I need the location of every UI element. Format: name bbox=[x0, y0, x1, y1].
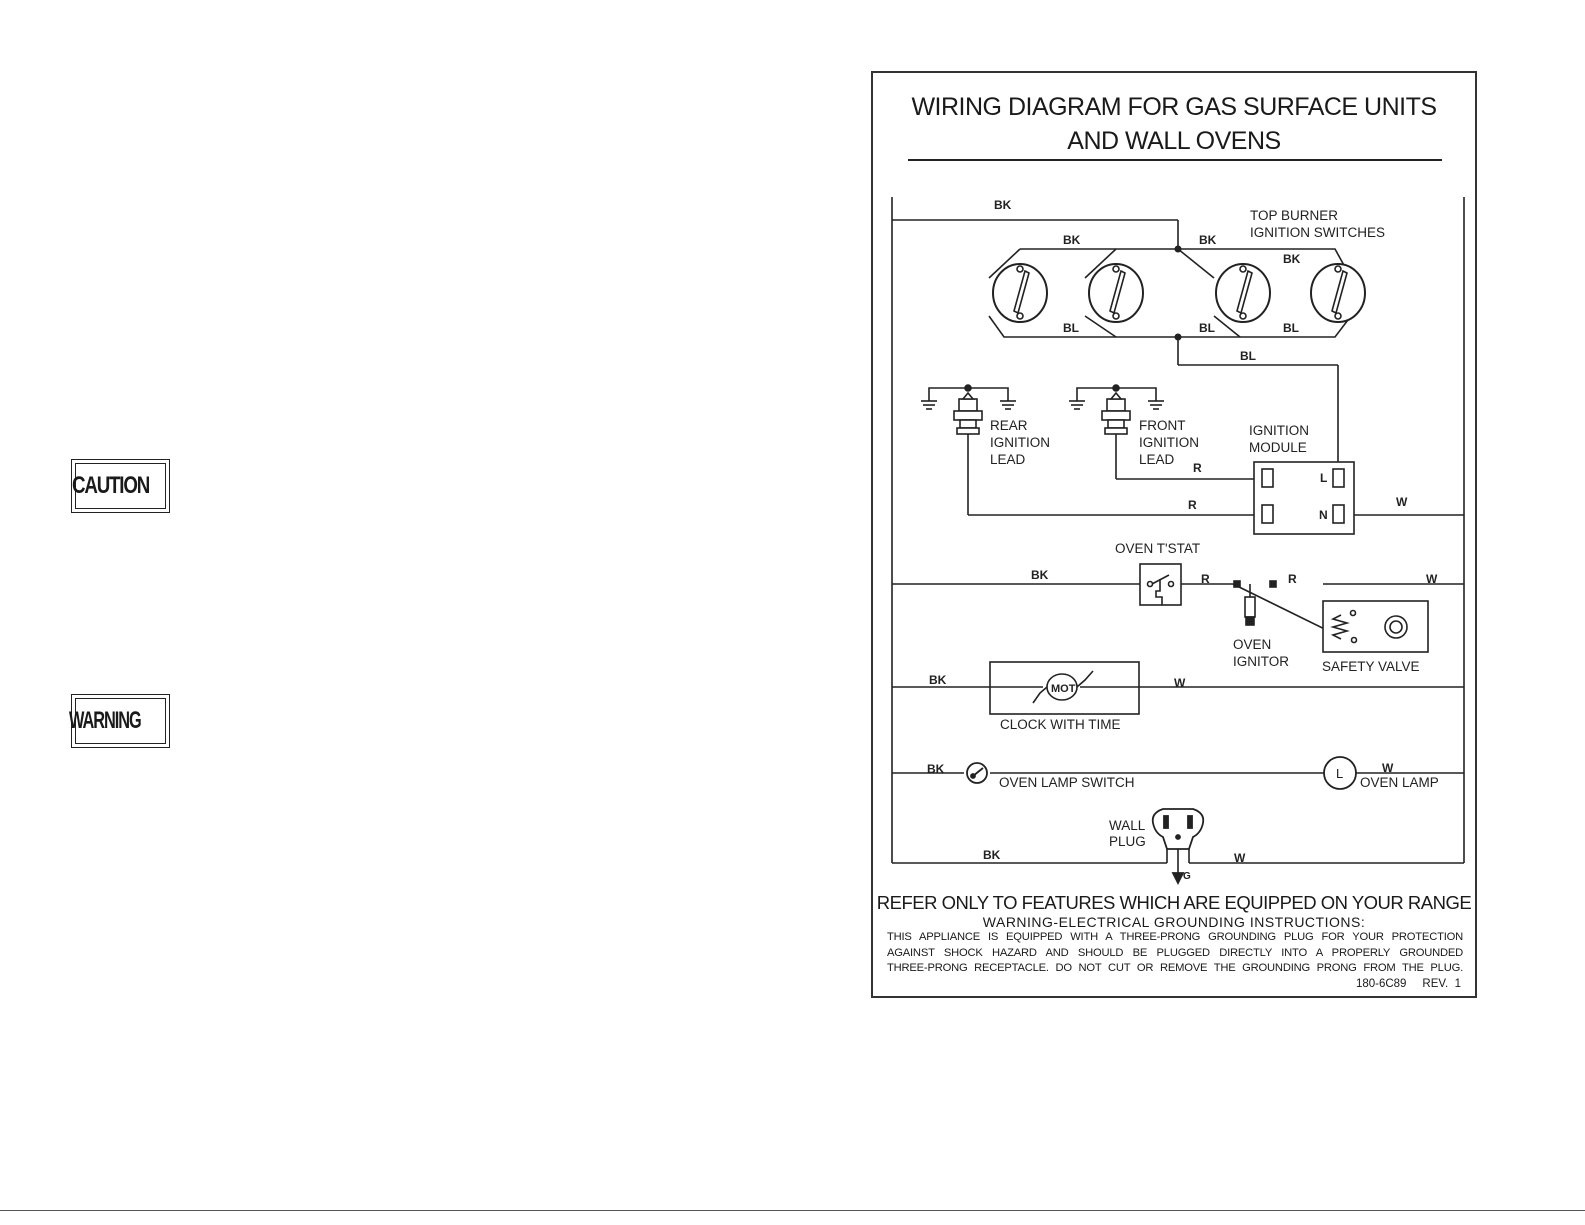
motor-label: MOT bbox=[1051, 683, 1076, 695]
clock-timer-icon bbox=[989, 661, 1140, 715]
burner-switches bbox=[992, 263, 1366, 323]
diagram-title-line1: WIRING DIAGRAM FOR GAS SURFACE UNITS bbox=[911, 93, 1437, 121]
caution-badge-frame: CAUTION bbox=[72, 463, 166, 509]
ignition-module-label-2: MODULE bbox=[1249, 440, 1307, 455]
rear-ignition-electrode-icon bbox=[921, 384, 1016, 435]
wire-label-w: W bbox=[1396, 495, 1408, 509]
wire-label-bl: BL bbox=[1283, 321, 1299, 335]
wire-label-bk: BK bbox=[983, 848, 1001, 862]
wire-label-bl: BL bbox=[1240, 349, 1256, 363]
safety-valve-icon bbox=[1322, 600, 1429, 653]
warning-label: WARNING bbox=[68, 707, 142, 734]
oven-ignitor-label: OVEN bbox=[1233, 637, 1271, 652]
wall-plug-label: WALL bbox=[1109, 818, 1146, 833]
footer-grounding-heading: WARNING-ELECTRICAL GROUNDING INSTRUCTION… bbox=[982, 914, 1366, 930]
clock-label: CLOCK WITH TIME bbox=[1000, 717, 1121, 732]
wire-label-w: W bbox=[1426, 572, 1438, 586]
top-burner-label-2: IGNITION SWITCHES bbox=[1250, 225, 1385, 240]
wire-label-bk: BK bbox=[1283, 252, 1301, 266]
front-lead-label: FRONT bbox=[1139, 418, 1186, 433]
wall-plug-icon bbox=[1151, 808, 1205, 886]
oven-lamp-label: OVEN LAMP bbox=[1360, 775, 1439, 790]
ground-label: G bbox=[1183, 871, 1191, 882]
wire-label-bk: BK bbox=[929, 673, 947, 687]
wire-label-r: R bbox=[1201, 572, 1210, 586]
wire-label-w: W bbox=[1382, 761, 1394, 775]
wire-label-bl: BL bbox=[1063, 321, 1079, 335]
rear-lead-label-2: IGNITION bbox=[990, 435, 1050, 450]
top-burner-label: TOP BURNER bbox=[1250, 208, 1338, 223]
caution-badge: CAUTION bbox=[71, 459, 170, 513]
grounding-line-3: THREE-PRONG RECEPTACLE. DO NOT CUT OR RE… bbox=[887, 962, 1463, 974]
oven-tstat-label: OVEN T'STAT bbox=[1115, 541, 1200, 556]
front-lead-label-2: IGNITION bbox=[1139, 435, 1199, 450]
wire-label-bk: BK bbox=[1031, 568, 1049, 582]
oven-lamp-switch-label: OVEN LAMP SWITCH bbox=[999, 775, 1135, 790]
oven-lamp-icon bbox=[1323, 756, 1357, 790]
wire-label-r: R bbox=[1188, 498, 1197, 512]
footer-grounding-instructions: THIS APPLIANCE IS EQUIPPED WITH A THREE-… bbox=[887, 930, 1463, 977]
oven-lamp-switch-icon bbox=[966, 762, 988, 784]
title-underline bbox=[908, 159, 1442, 161]
lamp-symbol: L bbox=[1336, 766, 1343, 781]
wire-label-w: W bbox=[1234, 851, 1246, 865]
ignition-module-label: IGNITION bbox=[1249, 423, 1309, 438]
safety-valve-label: SAFETY VALVE bbox=[1322, 659, 1420, 674]
front-ignition-electrode-icon bbox=[1069, 384, 1164, 435]
footer-refer-note: REFER ONLY TO FEATURES WHICH ARE EQUIPPE… bbox=[876, 892, 1472, 913]
wire-label-bl: BL bbox=[1199, 321, 1215, 335]
wire-label-bk: BK bbox=[927, 762, 945, 776]
warning-badge: WARNING bbox=[69, 694, 170, 748]
wire-label-bk: BK bbox=[1063, 233, 1081, 247]
wiring-schematic: TOP BURNER IGNITION SWITCHES REAR IGNITI… bbox=[891, 197, 1465, 886]
ignition-module-icon bbox=[1253, 461, 1355, 535]
grounding-line-2: AGAINST SHOCK HAZARD AND SHOULD BE PLUGG… bbox=[887, 946, 1463, 959]
module-pin-l: L bbox=[1320, 471, 1327, 485]
wire-label-bk: BK bbox=[1199, 233, 1217, 247]
front-lead-label-3: LEAD bbox=[1139, 452, 1175, 467]
wire-label-r: R bbox=[1288, 572, 1297, 586]
module-pin-n: N bbox=[1319, 508, 1328, 522]
oven-thermostat-icon bbox=[1139, 563, 1182, 606]
wall-plug-label-2: PLUG bbox=[1109, 834, 1146, 849]
caution-label: CAUTION bbox=[72, 472, 150, 499]
wiring-diagram-panel: WIRING DIAGRAM FOR GAS SURFACE UNITS AND… bbox=[871, 71, 1477, 998]
oven-ignitor-label-2: IGNITOR bbox=[1233, 654, 1289, 669]
part-number: 180-6C89 REV. 1 bbox=[1355, 978, 1461, 990]
page-bottom-rule bbox=[0, 1210, 1585, 1211]
wire-label-w: W bbox=[1174, 676, 1186, 690]
diagram-title-line2: AND WALL OVENS bbox=[1067, 127, 1281, 155]
grounding-line-1: THIS APPLIANCE IS EQUIPPED WITH A THREE-… bbox=[887, 931, 1463, 943]
diagram-title: WIRING DIAGRAM FOR GAS SURFACE UNITS AND… bbox=[873, 90, 1475, 158]
oven-ignitor-icon bbox=[1233, 580, 1277, 626]
wire-label-bk: BK bbox=[994, 198, 1012, 212]
rear-lead-label-3: LEAD bbox=[990, 452, 1026, 467]
rear-lead-label: REAR bbox=[990, 418, 1028, 433]
warning-badge-frame: WARNING bbox=[69, 698, 166, 744]
wire-label-r: R bbox=[1193, 461, 1202, 475]
